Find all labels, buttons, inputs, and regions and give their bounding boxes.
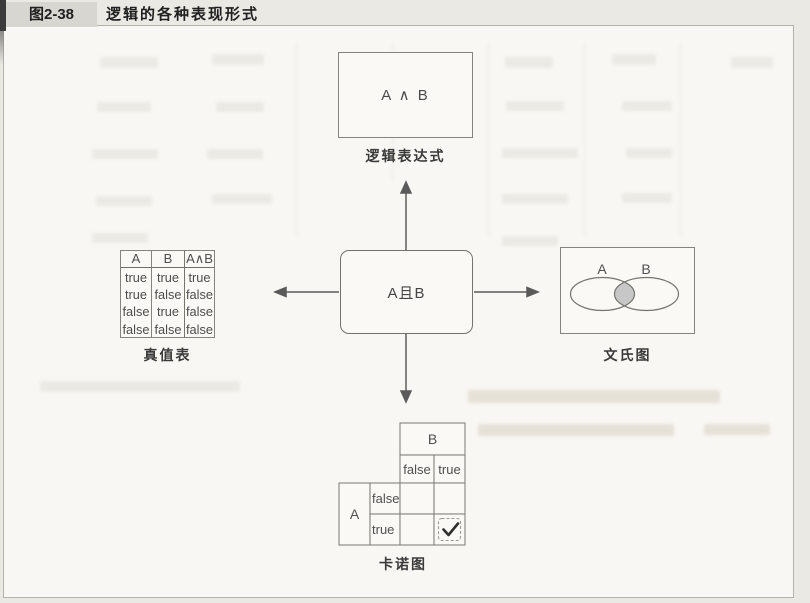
kmap-row-header-true: true: [372, 522, 394, 537]
truth-table-cell: true: [156, 270, 180, 285]
kmap-a-cell: [338, 482, 371, 546]
venn-diagram-box: A B: [560, 247, 695, 334]
caption-truth-table: 真值表: [143, 347, 192, 363]
truth-table-header-a: A: [121, 251, 152, 268]
figure-number: 图2-38: [28, 6, 75, 23]
page-accent-bar: [0, 0, 6, 31]
caption-venn-diagram: 文氏图: [603, 347, 652, 363]
karnaugh-map: B false true A false true: [338, 422, 466, 546]
center-concept-box: A且B: [340, 250, 473, 334]
truth-table-cell: true: [188, 270, 211, 285]
logic-expression-formula: A ∧ B: [381, 87, 430, 104]
venn-ellipse-a: [569, 276, 636, 312]
caption-logic-expression: 逻辑表达式: [365, 148, 446, 164]
truth-table-cell: false: [122, 304, 150, 320]
truth-table-column-b: true false true false: [152, 268, 185, 338]
truth-table-cell: false: [122, 321, 150, 337]
venn-diagram: A B: [569, 261, 680, 312]
truth-table-cell: false: [154, 287, 182, 303]
truth-table-header-aandb: A∧B: [185, 251, 214, 268]
kmap-col-header-true: true: [438, 462, 460, 477]
truth-table-header-b: B: [152, 251, 185, 268]
truth-table-cell: true: [156, 304, 180, 320]
kmap-check-outline: [437, 517, 462, 542]
kmap-value-cell-ft: [433, 482, 466, 515]
caption-karnaugh-map: 卡诺图: [379, 556, 427, 572]
venn-label-a: A: [597, 261, 607, 277]
truth-table-column-a: true true false false: [121, 268, 152, 338]
venn-label-b: B: [641, 261, 650, 277]
kmap-value-cell-ff: [399, 482, 435, 515]
truth-table-cell: true: [124, 287, 148, 303]
kmap-row-header-false: false: [372, 491, 399, 506]
venn-ellipse-b: [613, 276, 680, 312]
truth-table-cell: true: [124, 270, 148, 285]
kmap-b-label: B: [428, 431, 437, 447]
kmap-a-label: A: [350, 506, 360, 522]
truth-table-column-aandb: true false false false: [185, 268, 214, 338]
truth-table-cell: false: [185, 321, 214, 337]
kmap-row-false-cell: [369, 482, 401, 515]
center-concept-label: A且B: [387, 284, 426, 302]
kmap-value-cell-tf: [399, 513, 435, 546]
truth-table-cell: false: [185, 304, 214, 320]
page-accent-fade: [0, 31, 4, 65]
kmap-col-header-false: false: [403, 462, 430, 477]
figure-title: 逻辑的各种表现形式: [106, 6, 260, 23]
figure-number-band: [6, 2, 97, 27]
kmap-check-icon: [442, 522, 460, 537]
truth-table: A B A∧B true true false false true false…: [120, 250, 215, 338]
truth-table-cell: false: [154, 321, 182, 337]
kmap-b-cell: [399, 422, 466, 456]
logic-expression-box: A ∧ B: [338, 52, 473, 138]
kmap-col-true-cell: [433, 454, 466, 484]
truth-table-cell: false: [185, 287, 214, 303]
